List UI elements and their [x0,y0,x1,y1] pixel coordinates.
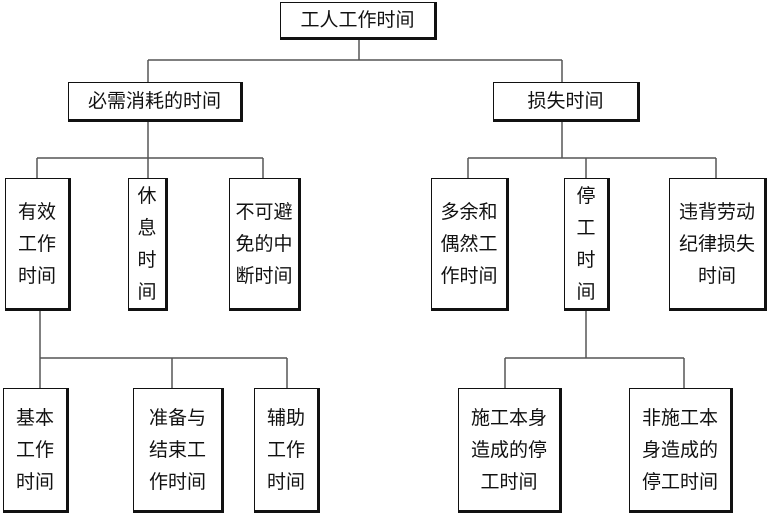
node-prep-finish-time: 准备与 结束工 作时间 [133,388,224,513]
node-auxiliary-work-time: 辅助 工作 时间 [254,388,320,513]
root-node: 工人工作时间 [280,2,437,40]
branch-necessary-time: 必需消耗的时间 [68,82,243,122]
node-stoppage-time: 停 工 时 间 [564,178,610,311]
node-labor-discipline-loss: 违背劳动 纪律损失 时间 [669,178,767,311]
node-unavoidable-interruption: 不可避 免的中 断时间 [229,178,301,311]
node-extra-incidental-work: 多余和 偶然工 作时间 [431,178,509,311]
node-effective-work-time: 有效 工作 时间 [5,178,71,311]
node-non-construction-stoppage: 非施工本 身造成的 停工时间 [629,388,733,513]
node-rest-time: 休 息 时 间 [128,178,168,311]
node-construction-caused-stoppage: 施工本身 造成的停 工时间 [458,388,562,513]
node-basic-work-time: 基本 工作 时间 [3,388,69,513]
branch-lost-time: 损失时间 [493,82,640,122]
